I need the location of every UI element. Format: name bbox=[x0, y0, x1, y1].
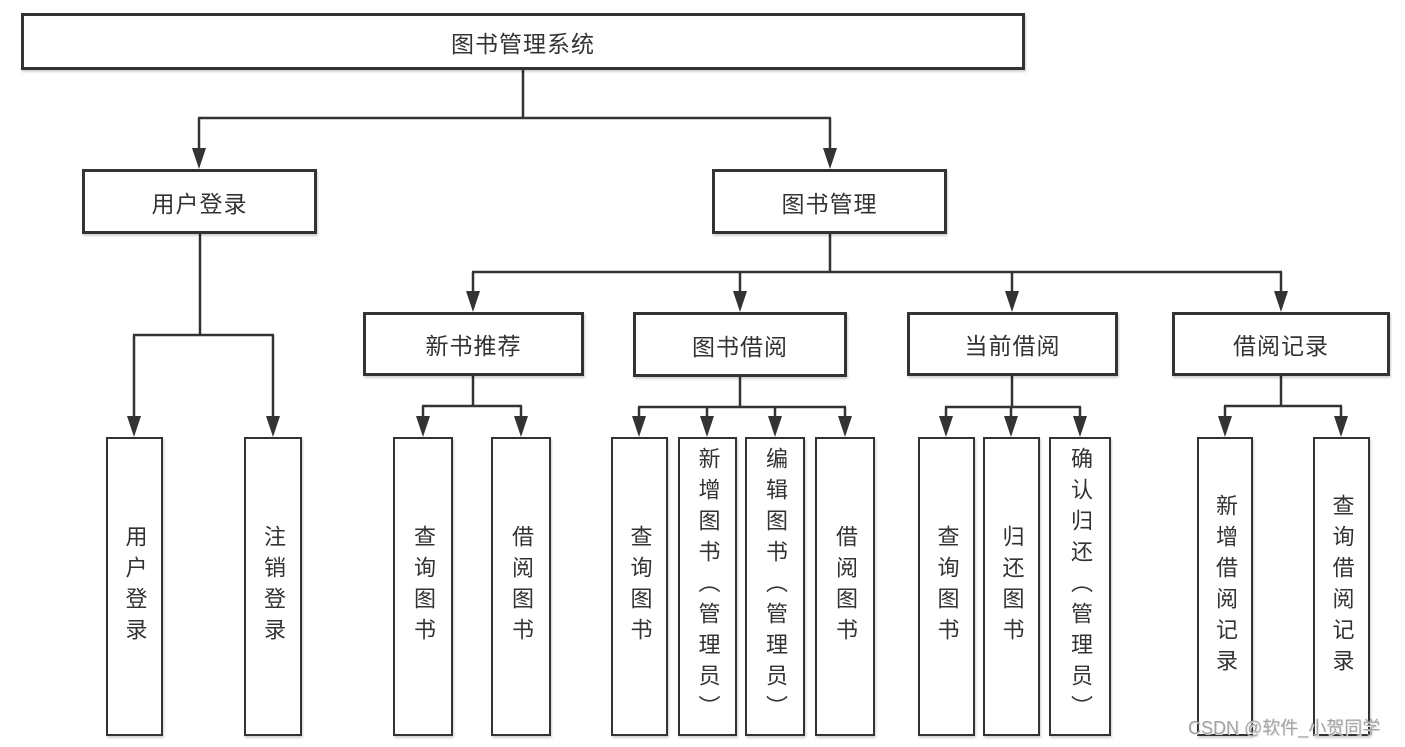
watermark: CSDN @软件_小贺同学 bbox=[1188, 718, 1381, 738]
connector-book-management-to-children bbox=[466, 234, 1288, 312]
node-add-borrow-record: 新增借阅记录 bbox=[1197, 437, 1253, 736]
node-edit-book-admin-label: 编辑图书（管理员） bbox=[763, 447, 788, 726]
node-borrowing-borrow-books-label: 借阅图书 bbox=[833, 524, 858, 649]
node-new-book-recommend: 新书推荐 bbox=[363, 312, 584, 376]
node-borrowing-records-label: 借阅记录 bbox=[1233, 333, 1329, 359]
node-current-borrowing-label: 当前借阅 bbox=[964, 333, 1061, 359]
node-library-system: 图书管理系统 bbox=[21, 13, 1025, 70]
connector-new-book-recommend-to-children bbox=[416, 376, 528, 437]
node-library-system-label: 图书管理系统 bbox=[451, 30, 595, 57]
connector-borrowing-records-to-children bbox=[1218, 376, 1348, 437]
connector-system-to-children bbox=[192, 70, 837, 169]
node-book-management-label: 图书管理 bbox=[781, 190, 878, 217]
node-recommend-query-books: 查询图书 bbox=[393, 437, 453, 736]
node-add-book-admin: 新增图书（管理员） bbox=[678, 437, 737, 736]
node-add-borrow-record-label: 新增借阅记录 bbox=[1213, 493, 1238, 680]
node-borrowing-query-books: 查询图书 bbox=[611, 437, 668, 736]
connector-current-borrowing-to-children bbox=[939, 376, 1087, 437]
node-user-login-leaf-label: 用户登录 bbox=[122, 524, 148, 649]
node-new-book-recommend-label: 新书推荐 bbox=[425, 333, 522, 359]
node-current-query-books-label: 查询图书 bbox=[934, 524, 960, 649]
node-borrowing-query-books-label: 查询图书 bbox=[627, 524, 653, 649]
node-logout-label: 注销登录 bbox=[261, 524, 286, 649]
node-borrowing-borrow-books: 借阅图书 bbox=[815, 437, 875, 736]
node-recommend-borrow-books: 借阅图书 bbox=[491, 437, 551, 736]
node-edit-book-admin: 编辑图书（管理员） bbox=[745, 437, 805, 736]
node-add-book-admin-label: 新增图书（管理员） bbox=[695, 447, 721, 726]
node-confirm-return-admin: 确认归还（管理员） bbox=[1049, 437, 1111, 736]
node-book-borrowing-label: 图书借阅 bbox=[692, 333, 788, 360]
node-return-books: 归还图书 bbox=[983, 437, 1040, 736]
node-recommend-borrow-books-label: 借阅图书 bbox=[509, 524, 534, 649]
node-current-query-books: 查询图书 bbox=[918, 437, 975, 736]
node-query-borrow-record-label: 查询借阅记录 bbox=[1329, 493, 1355, 680]
node-user-login: 用户登录 bbox=[82, 169, 317, 234]
node-current-borrowing: 当前借阅 bbox=[907, 312, 1118, 376]
node-book-borrowing: 图书借阅 bbox=[633, 312, 847, 377]
node-confirm-return-admin-label: 确认归还（管理员） bbox=[1068, 447, 1093, 726]
node-return-books-label: 归还图书 bbox=[999, 524, 1025, 649]
node-logout: 注销登录 bbox=[244, 437, 302, 736]
node-query-borrow-record: 查询借阅记录 bbox=[1313, 437, 1370, 736]
node-recommend-query-books-label: 查询图书 bbox=[411, 524, 436, 649]
node-user-login-label: 用户登录 bbox=[151, 190, 248, 217]
node-book-management: 图书管理 bbox=[712, 169, 947, 234]
connector-book-borrowing-to-children bbox=[632, 377, 852, 437]
node-user-login-leaf: 用户登录 bbox=[106, 437, 163, 736]
node-borrowing-records: 借阅记录 bbox=[1172, 312, 1390, 376]
connector-user-login-to-children bbox=[127, 234, 280, 437]
